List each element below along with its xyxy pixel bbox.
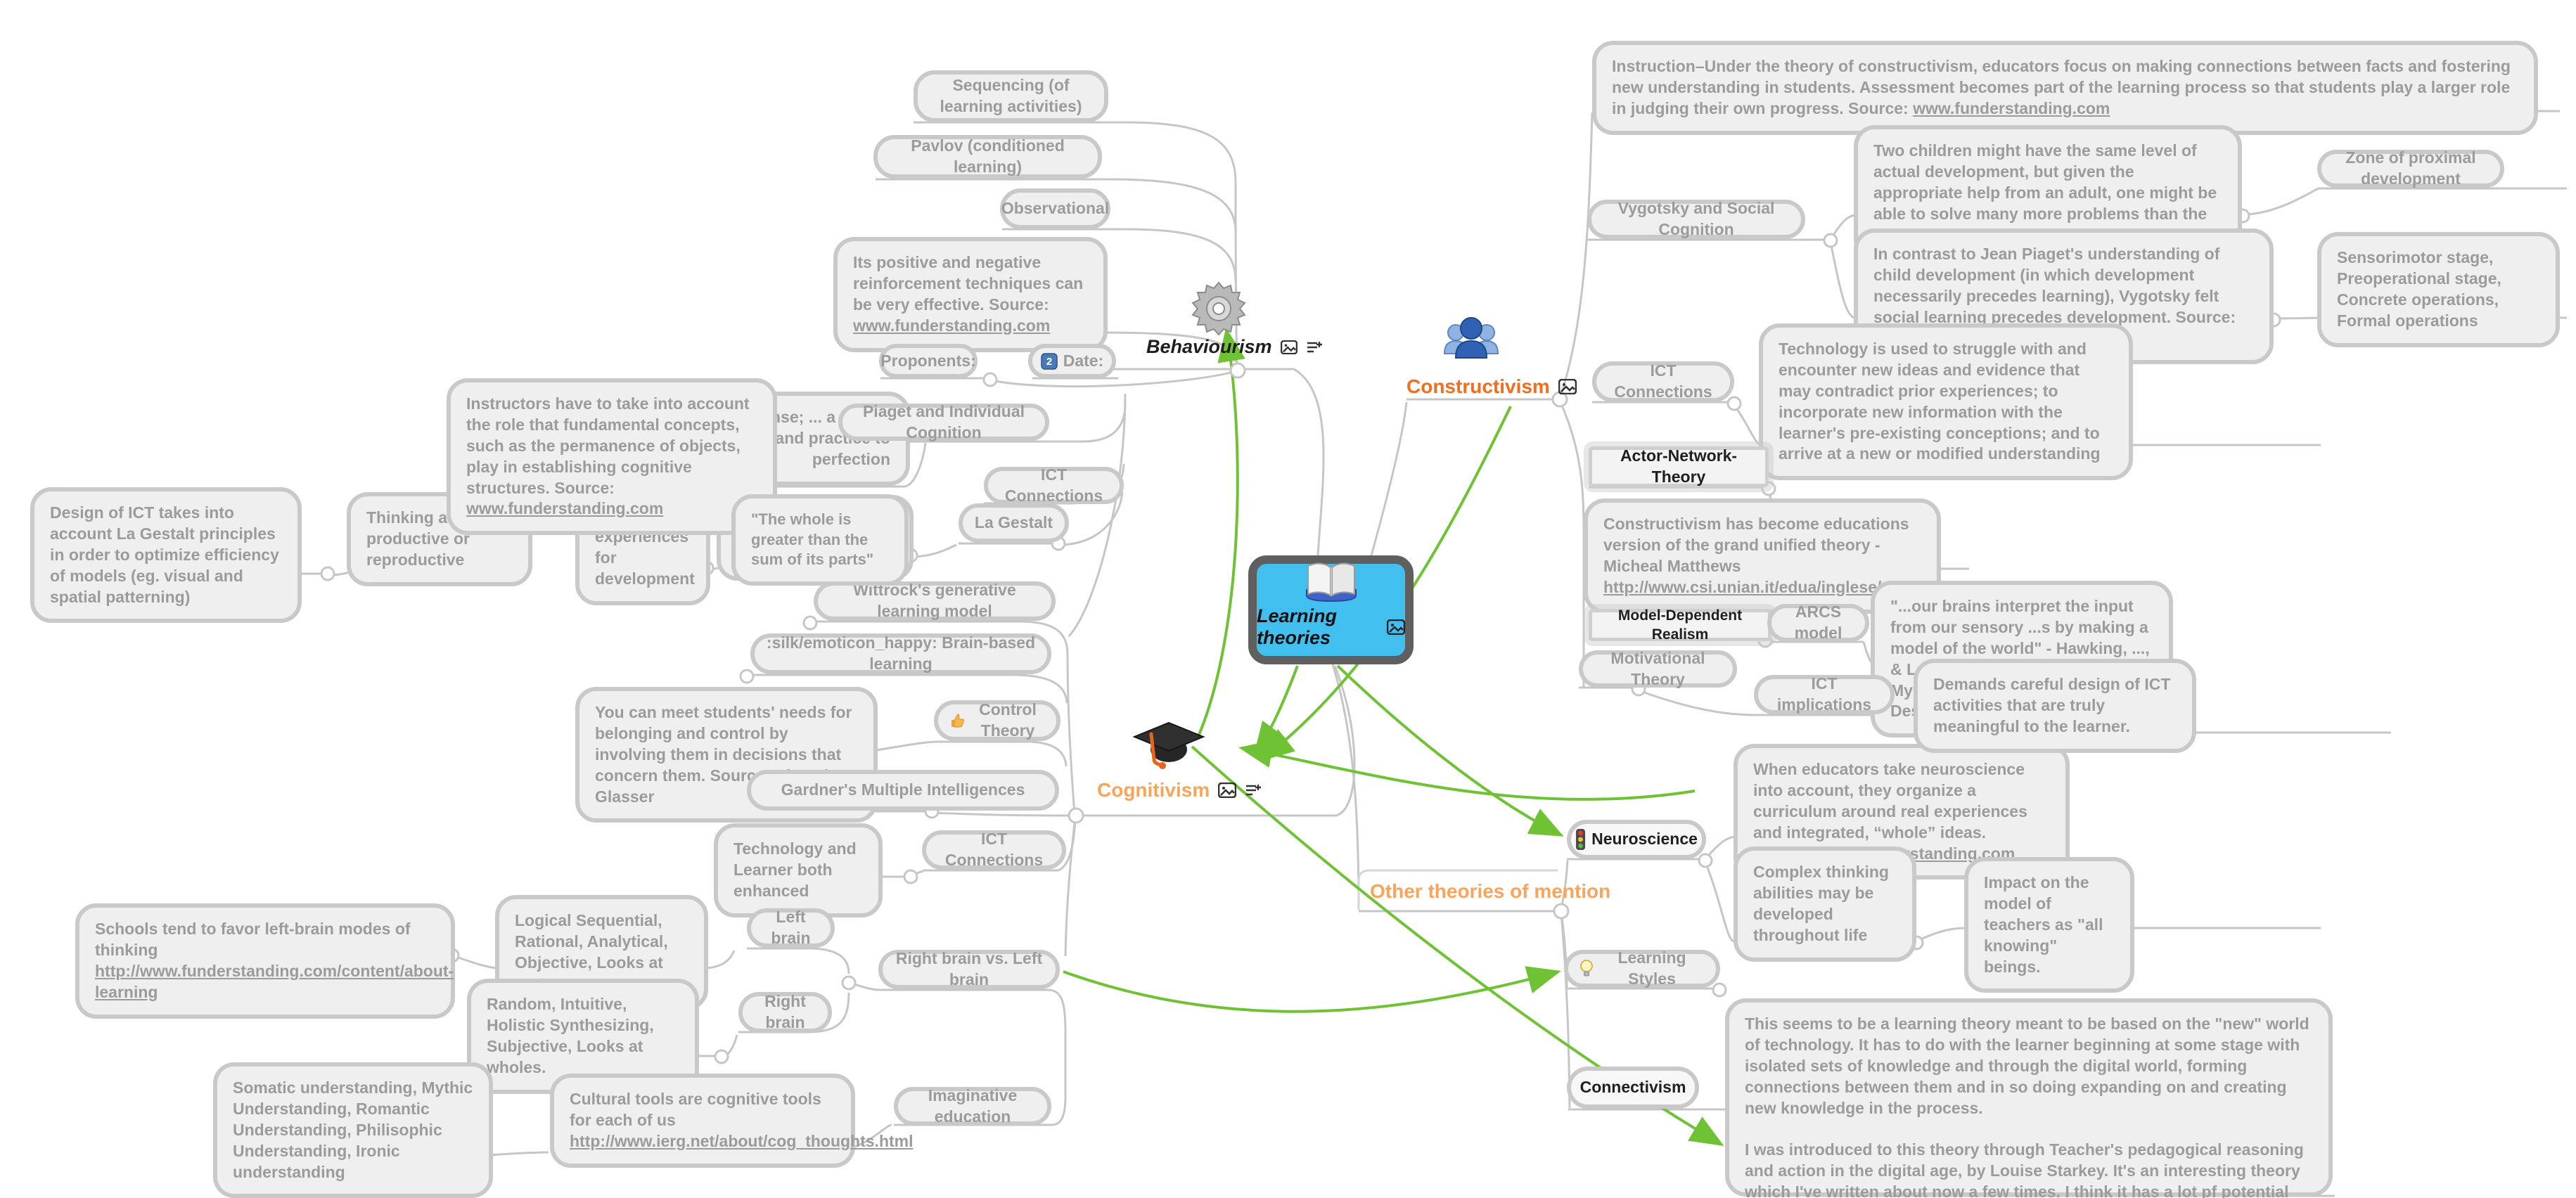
node-right-vs-left[interactable]: Right brain vs. Left brain bbox=[878, 949, 1060, 989]
image-icon[interactable] bbox=[1387, 619, 1405, 635]
note-add-icon[interactable] bbox=[1245, 783, 1262, 797]
node-right-brain[interactable]: Right brain bbox=[738, 992, 832, 1033]
branch-label-behaviourism[interactable]: Behaviourism bbox=[1146, 336, 1323, 358]
constructivism-label: Constructivism bbox=[1406, 375, 1550, 397]
branch-label-cognitivism[interactable]: Cognitivism bbox=[1097, 779, 1262, 801]
branch-label-constructivism[interactable]: Constructivism bbox=[1406, 375, 1577, 398]
node-learning-styles[interactable]: Learning Styles bbox=[1564, 948, 1720, 988]
node-piaget-stages[interactable]: Sensorimotor stage, Preoperational stage… bbox=[2317, 232, 2560, 347]
node-brain-based[interactable]: :silk/emoticon_happy: Brain-based learni… bbox=[750, 633, 1051, 674]
cognitivism-label: Cognitivism bbox=[1097, 779, 1210, 801]
node-ict-connections-constructivism[interactable]: ICT Connections bbox=[1592, 361, 1734, 402]
node-motivational-theory[interactable]: Motivational Theory bbox=[1579, 649, 1737, 688]
node-actor-network-theory[interactable]: Actor-Network-Theory bbox=[1589, 446, 1769, 487]
root-label: Learning theories bbox=[1257, 605, 1338, 648]
link-ierg[interactable]: http://www.ierg.net/about/cog_thoughts.h… bbox=[570, 1131, 914, 1150]
node-connectivism-note[interactable]: This seems to be a learning theory meant… bbox=[1725, 998, 2333, 1198]
node-vygotsky[interactable]: Vygotsky and Social Cognition bbox=[1587, 199, 1805, 239]
svg-text:2: 2 bbox=[1046, 356, 1052, 368]
node-piaget-individual[interactable]: Piaget and Individual Cognition bbox=[838, 402, 1049, 442]
node-imaginative[interactable]: Imaginative education bbox=[894, 1086, 1051, 1126]
image-icon[interactable] bbox=[1218, 782, 1237, 798]
node-observational[interactable]: Observational bbox=[1000, 188, 1110, 229]
node-arcs-model[interactable]: ARCS model bbox=[1767, 603, 1869, 642]
traffic-light-icon bbox=[1575, 828, 1586, 851]
other-theories-label: Other theories of mention bbox=[1370, 880, 1611, 902]
node-demands-careful[interactable]: Demands careful design of ICT activities… bbox=[1914, 659, 2196, 753]
node-control-theory[interactable]: Control Theory bbox=[934, 700, 1060, 741]
node-model-dependent-realism[interactable]: Model-Dependent Realism bbox=[1589, 607, 1771, 643]
node-left-brain[interactable]: Left brain bbox=[747, 908, 835, 948]
behaviourism-label: Behaviourism bbox=[1146, 336, 1272, 357]
node-technology-learner[interactable]: Technology and Learner both enhanced bbox=[714, 823, 883, 917]
node-reinforcement[interactable]: Its positive and negative reinforcement … bbox=[833, 237, 1108, 352]
link-funderstanding[interactable]: www.funderstanding.com bbox=[466, 499, 664, 518]
node-zone-proximal[interactable]: Zone of proximal development bbox=[2317, 148, 2504, 188]
node-proponents[interactable]: Proponents: bbox=[879, 344, 978, 378]
node-instruction[interactable]: Instruction–Under the theory of construc… bbox=[1592, 41, 2538, 135]
branch-label-other-theories[interactable]: Other theories of mention bbox=[1370, 880, 1610, 903]
open-book-icon bbox=[1301, 559, 1361, 605]
node-schools-favor[interactable]: Schools tend to favor left-brain modes o… bbox=[75, 903, 455, 1019]
root-node-learning-theories[interactable]: Learning theories bbox=[1248, 555, 1414, 664]
node-cultural-tools[interactable]: Cultural tools are cognitive tools for e… bbox=[550, 1074, 914, 1168]
node-instructors[interactable]: Instructors have to take into account th… bbox=[447, 378, 777, 536]
node-ict-connections-cognitivism[interactable]: ICT Connections bbox=[922, 830, 1066, 870]
node-connectivism[interactable]: Connectivism bbox=[1567, 1067, 1699, 1109]
graduation-cap-icon bbox=[1130, 717, 1207, 772]
node-pavlov[interactable]: Pavlov (conditioned learning) bbox=[873, 135, 1102, 179]
bulb-icon bbox=[1579, 959, 1594, 979]
node-somatic[interactable]: Somatic understanding, Mythic Understand… bbox=[213, 1062, 493, 1198]
keycap-2-icon: 2 bbox=[1041, 352, 1058, 370]
link-about-learning[interactable]: http://www.funderstanding.com/content/ab… bbox=[95, 961, 454, 1001]
node-sequencing[interactable]: Sequencing (of learning activities) bbox=[914, 70, 1108, 122]
gear-icon bbox=[1187, 278, 1250, 342]
link-funderstanding[interactable]: www.funderstanding.com bbox=[853, 316, 1051, 335]
node-design-ict[interactable]: Design of ICT takes into account La Gest… bbox=[30, 487, 302, 624]
node-ict-implications[interactable]: ICT implications bbox=[1754, 674, 1895, 714]
node-impact-teachers[interactable]: Impact on the model of teachers as "all … bbox=[1964, 857, 2134, 993]
link-funderstanding[interactable]: www.funderstanding.com bbox=[1913, 98, 2110, 117]
node-ict-connections-gestalt[interactable]: ICT Connections bbox=[984, 465, 1124, 505]
people-icon bbox=[1439, 307, 1504, 372]
node-technology-struggle[interactable]: Technology is used to struggle with and … bbox=[1759, 323, 2133, 481]
node-whole-quote[interactable]: "The whole is greater than the sum of it… bbox=[731, 494, 909, 586]
node-complex-thinking[interactable]: Complex thinking abilities may be develo… bbox=[1734, 846, 1916, 962]
node-wittrock[interactable]: Wittrock's generative learning model bbox=[814, 581, 1056, 621]
node-la-gestalt[interactable]: La Gestalt bbox=[959, 503, 1069, 543]
image-icon[interactable] bbox=[1558, 379, 1577, 394]
note-add-icon[interactable] bbox=[1306, 340, 1323, 354]
node-gardner[interactable]: Gardner's Multiple Intelligences bbox=[747, 770, 1059, 811]
node-date[interactable]: 2 Date: bbox=[1028, 344, 1116, 378]
thumbs-up-icon bbox=[949, 713, 965, 728]
node-neuroscience[interactable]: Neuroscience bbox=[1567, 820, 1706, 859]
image-icon[interactable] bbox=[1280, 340, 1297, 354]
